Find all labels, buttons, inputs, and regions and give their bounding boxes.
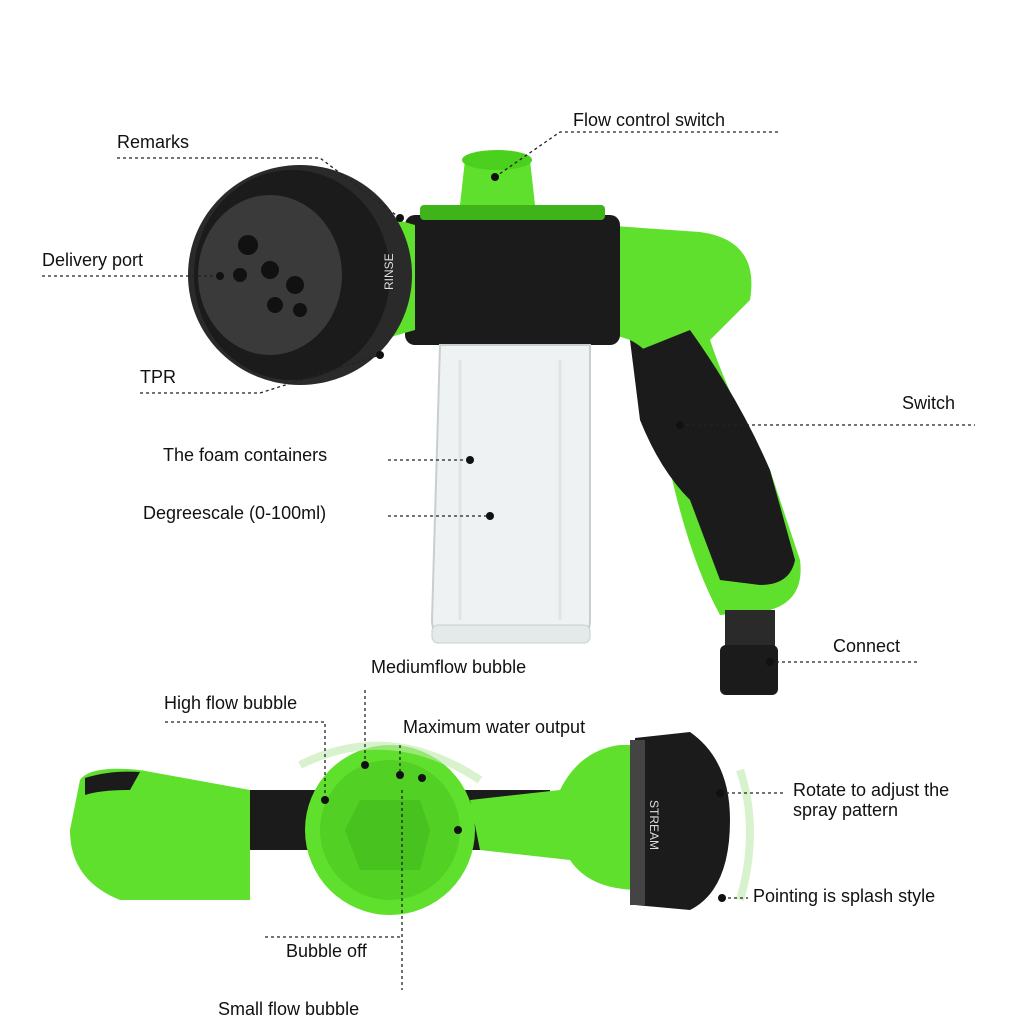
- label-high-flow-bubble: High flow bubble: [164, 693, 298, 713]
- label-small-flow-bubble: Small flow bubble: [218, 999, 360, 1019]
- label-delivery-port: Delivery port: [42, 250, 144, 270]
- label-splash-style: Pointing is splash style: [753, 886, 936, 906]
- label-tpr: TPR: [140, 367, 176, 387]
- spray-gun-top-view: STREAM: [70, 732, 754, 915]
- label-foam-containers: The foam containers: [163, 445, 328, 465]
- label-flow-control-switch: Flow control switch: [573, 110, 726, 130]
- label-rotate-line2: spray pattern: [793, 800, 899, 820]
- leader-lines: [42, 131, 975, 990]
- label-remarks: Remarks: [117, 132, 190, 152]
- label-bubble-off: Bubble off: [286, 941, 367, 961]
- label-degree-scale: Degreescale (0-100ml): [143, 503, 327, 523]
- leader-dots: [216, 173, 774, 902]
- label-medium-flow-bubble: Mediumflow bubble: [371, 657, 527, 677]
- spray-gun-side-view: RINSE: [188, 150, 801, 695]
- label-rotate-line1: Rotate to adjust the: [793, 780, 950, 800]
- rinse-marking: RINSE: [382, 253, 396, 290]
- label-maximum-water-output: Maximum water output: [403, 717, 586, 737]
- stream-marking: STREAM: [647, 800, 661, 850]
- label-connect: Connect: [833, 636, 901, 656]
- label-switch: Switch: [902, 393, 956, 413]
